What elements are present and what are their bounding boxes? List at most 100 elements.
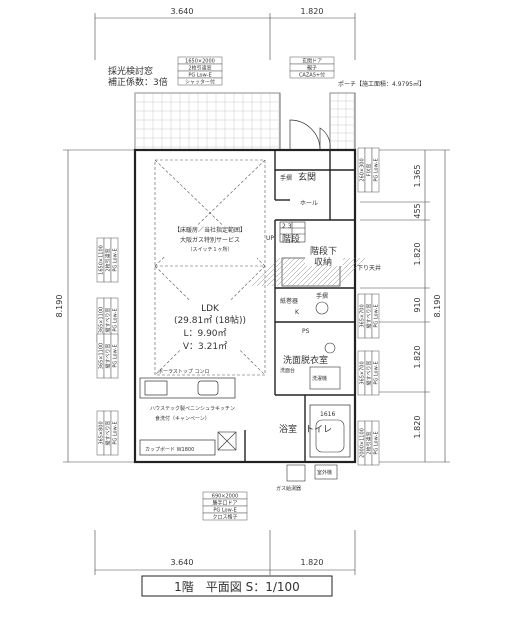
tag-line: 2枚引違窓	[366, 431, 373, 454]
under-stair-label-2: 収納	[314, 256, 332, 268]
wc-label: トイレ	[305, 425, 332, 435]
tag-line: 365×1100	[99, 307, 105, 333]
water-heater-label: ガス給湯器	[276, 485, 301, 492]
ps-label: PS	[302, 328, 310, 335]
stair-up: UP	[266, 235, 274, 242]
tag-line: 2枚引違窓	[105, 248, 112, 271]
left-dim-total: 8.190	[55, 295, 64, 318]
lighting-factor: 補正係数：3倍	[108, 76, 168, 88]
tag-line: 親子	[307, 65, 317, 72]
right-dimension	[360, 149, 450, 463]
ldk-l: L：9.90㎡	[183, 328, 226, 339]
tag-line: PG Low-E	[213, 508, 236, 514]
water-heater	[286, 464, 306, 482]
hall-cl: 手摺	[316, 292, 328, 300]
kitchen-note-2: 食洗付（キャンペーン）	[155, 415, 210, 422]
kitchen-note-1: ハウステック製ペニンシュラキッチン	[150, 405, 235, 412]
floor-heat-note-2: 大阪ガス特別サービス	[180, 236, 240, 244]
plan-title: 1階 平面図 S：1/100	[174, 579, 300, 594]
washing-machine	[309, 366, 341, 390]
bath-label: 浴室	[279, 423, 297, 435]
slope-note: 下り天井	[357, 264, 381, 272]
tag-line: PG Low-E	[113, 308, 119, 331]
right-dim-1: 1.365	[413, 165, 422, 188]
right-dim-5: 1.820	[413, 346, 422, 369]
tag-line: 365×700	[360, 304, 366, 327]
tag-line: PG Low-E	[374, 361, 380, 384]
bath-size: 1616	[320, 411, 335, 418]
tag-line: PG Low-E	[374, 431, 380, 454]
doma-handrail: 手摺	[280, 174, 292, 182]
tag-line: 縦すべり窓	[105, 344, 112, 369]
bathtub-inner	[315, 419, 345, 453]
tag-line: クロス格子	[212, 514, 237, 521]
tag-line: 玄関ドア	[302, 58, 322, 65]
stair-numbers: 2 3	[282, 223, 292, 230]
tag-line: 260×300	[360, 158, 366, 181]
interior-walls	[244, 150, 355, 462]
bottom-dim-2: 1.820	[301, 558, 324, 567]
cupboard-label: カップボード W1800	[145, 446, 194, 453]
tag-line: 365×700	[360, 361, 366, 384]
tag-line: 縦すべり窓	[366, 304, 373, 329]
ldk-v: V：3.21㎡	[183, 341, 227, 352]
right-dim-2: 455	[413, 203, 422, 218]
tag-line: PG Low-E	[113, 344, 119, 367]
tag-line: 365×800	[99, 421, 105, 444]
tag-line: FIX窓	[366, 164, 373, 177]
ac-label: 室外機	[317, 469, 332, 476]
ldk-name: LDK	[201, 304, 220, 314]
bathtub	[309, 404, 351, 458]
shelf-label: 洗面台	[280, 367, 295, 374]
tag-line: PG Low-E	[113, 248, 119, 271]
tag-line: 勝手口ドア	[212, 500, 237, 507]
tag-line: 縦すべり窓	[366, 361, 373, 386]
paper-holder: 紙巻器	[280, 297, 298, 305]
bottom-dim-1: 3.640	[171, 558, 194, 567]
right-dim-4: 910	[413, 297, 422, 312]
floor-heat-note-3: （スイッチ１ヶ所）	[187, 246, 232, 253]
tag-line: 2枚引違窓	[188, 65, 211, 72]
tag-line: PG Low-E	[188, 73, 211, 79]
tag-line: 1650×2000	[185, 59, 215, 65]
tag-line: 2000×1100	[360, 428, 366, 458]
tag-line: 365×1100	[99, 343, 105, 369]
right-dim-3: 1.820	[413, 243, 422, 266]
left-dimension	[63, 149, 135, 463]
bottom-dimension	[94, 530, 356, 575]
title-box	[141, 575, 333, 597]
ldk-area: (29.81㎡ (18帖))	[174, 314, 246, 326]
kitchen-counter	[139, 377, 236, 399]
ac-unit	[314, 464, 338, 480]
top-dim-2: 1.820	[301, 7, 324, 16]
floor-heat-note-1: 【床暖房／当社指定範囲】	[174, 226, 246, 234]
tag-line: PG Low-E	[113, 421, 119, 444]
genkan-label: 玄関	[298, 171, 316, 183]
under-stair-label-1: 階段下	[310, 245, 337, 257]
terrace-deck	[134, 92, 281, 151]
fridge-icon	[217, 431, 237, 451]
tag-line: PG Low-E	[374, 304, 380, 327]
tag-line: CAZAS+付	[299, 72, 325, 79]
entrance-door	[289, 119, 331, 151]
hall-label: ホール	[300, 200, 318, 207]
porch-area-note: ポーチ【施工面積：4.9795㎡】	[338, 80, 425, 88]
tag-line: シャッター付	[185, 79, 215, 86]
right-dim-total: 8.190	[433, 295, 442, 318]
k-label: K	[295, 309, 300, 316]
cupboard	[139, 439, 216, 456]
stairs	[279, 221, 306, 243]
toilet-icon	[315, 301, 329, 315]
wash-machine-label: 洗濯機	[312, 375, 327, 382]
lighting-title: 採光検討窓	[108, 65, 153, 77]
